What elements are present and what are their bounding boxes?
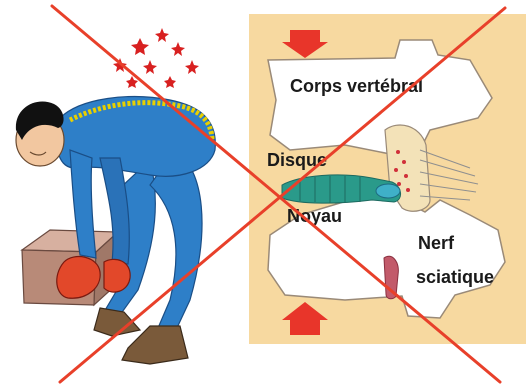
right-leg [150,150,202,330]
head [16,102,64,166]
label-nerve-line1: Nerf [418,233,455,253]
nucleus [376,184,400,198]
person-lifting-box [16,28,215,364]
label-nerve-line2: sciatique [416,267,494,287]
spine-cross-section-panel: Corps vertébral Disque Noyau Nerf sciati… [249,14,526,344]
pain-stars-icon [113,28,199,88]
glove-right [104,259,130,292]
